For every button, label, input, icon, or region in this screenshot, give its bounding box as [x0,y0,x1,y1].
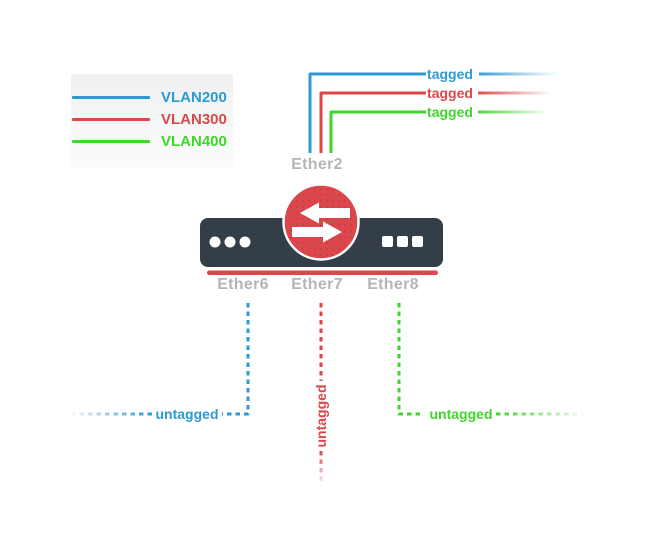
access-line-ether6 [222,303,250,416]
vlan-legend: VLAN200 VLAN300 VLAN400 [71,74,233,168]
tagged-label-vlan300: tagged [427,85,473,101]
untagged-label-ether6: untagged [155,406,219,422]
legend-line-vlan200 [72,95,150,99]
untagged-label-ether8: untagged [429,406,493,422]
port-square-icon [382,236,393,247]
access-line-ether8 [397,303,424,416]
legend-label-vlan400: VLAN400 [161,132,227,150]
arrow-left-icon [300,202,350,224]
legend-line-vlan400 [72,139,150,143]
legend-line-vlan300 [72,117,150,121]
legend-label-vlan300: VLAN300 [161,110,227,128]
led-dot-icon [224,236,236,248]
led-dot-icon [239,236,251,248]
port-label-ether2: Ether2 [291,156,343,173]
trunk-line-vlan300 [319,91,426,153]
port-label-ether7: Ether7 [291,276,343,293]
legend-label-vlan200: VLAN200 [161,88,227,106]
arrow-right-icon [292,221,342,243]
switch-underline [207,270,438,275]
legend-row-vlan400: VLAN400 [72,131,227,151]
port-square-icon [397,236,408,247]
legend-row-vlan200: VLAN200 [72,87,227,107]
tagged-label-vlan400: tagged [427,104,473,120]
trunk-line-vlan200 [308,72,426,153]
led-dot-icon [209,236,221,248]
port-label-ether6: Ether6 [217,276,269,293]
tagged-label-vlan200: tagged [427,66,473,82]
port-square-icon [412,236,423,247]
untagged-label-ether7: untagged [313,384,329,448]
port-label-ether8: Ether8 [367,276,419,293]
trunk-line-vlan400 [329,110,426,153]
transfer-icon-texture [285,186,357,258]
legend-row-vlan300: VLAN300 [72,109,227,129]
